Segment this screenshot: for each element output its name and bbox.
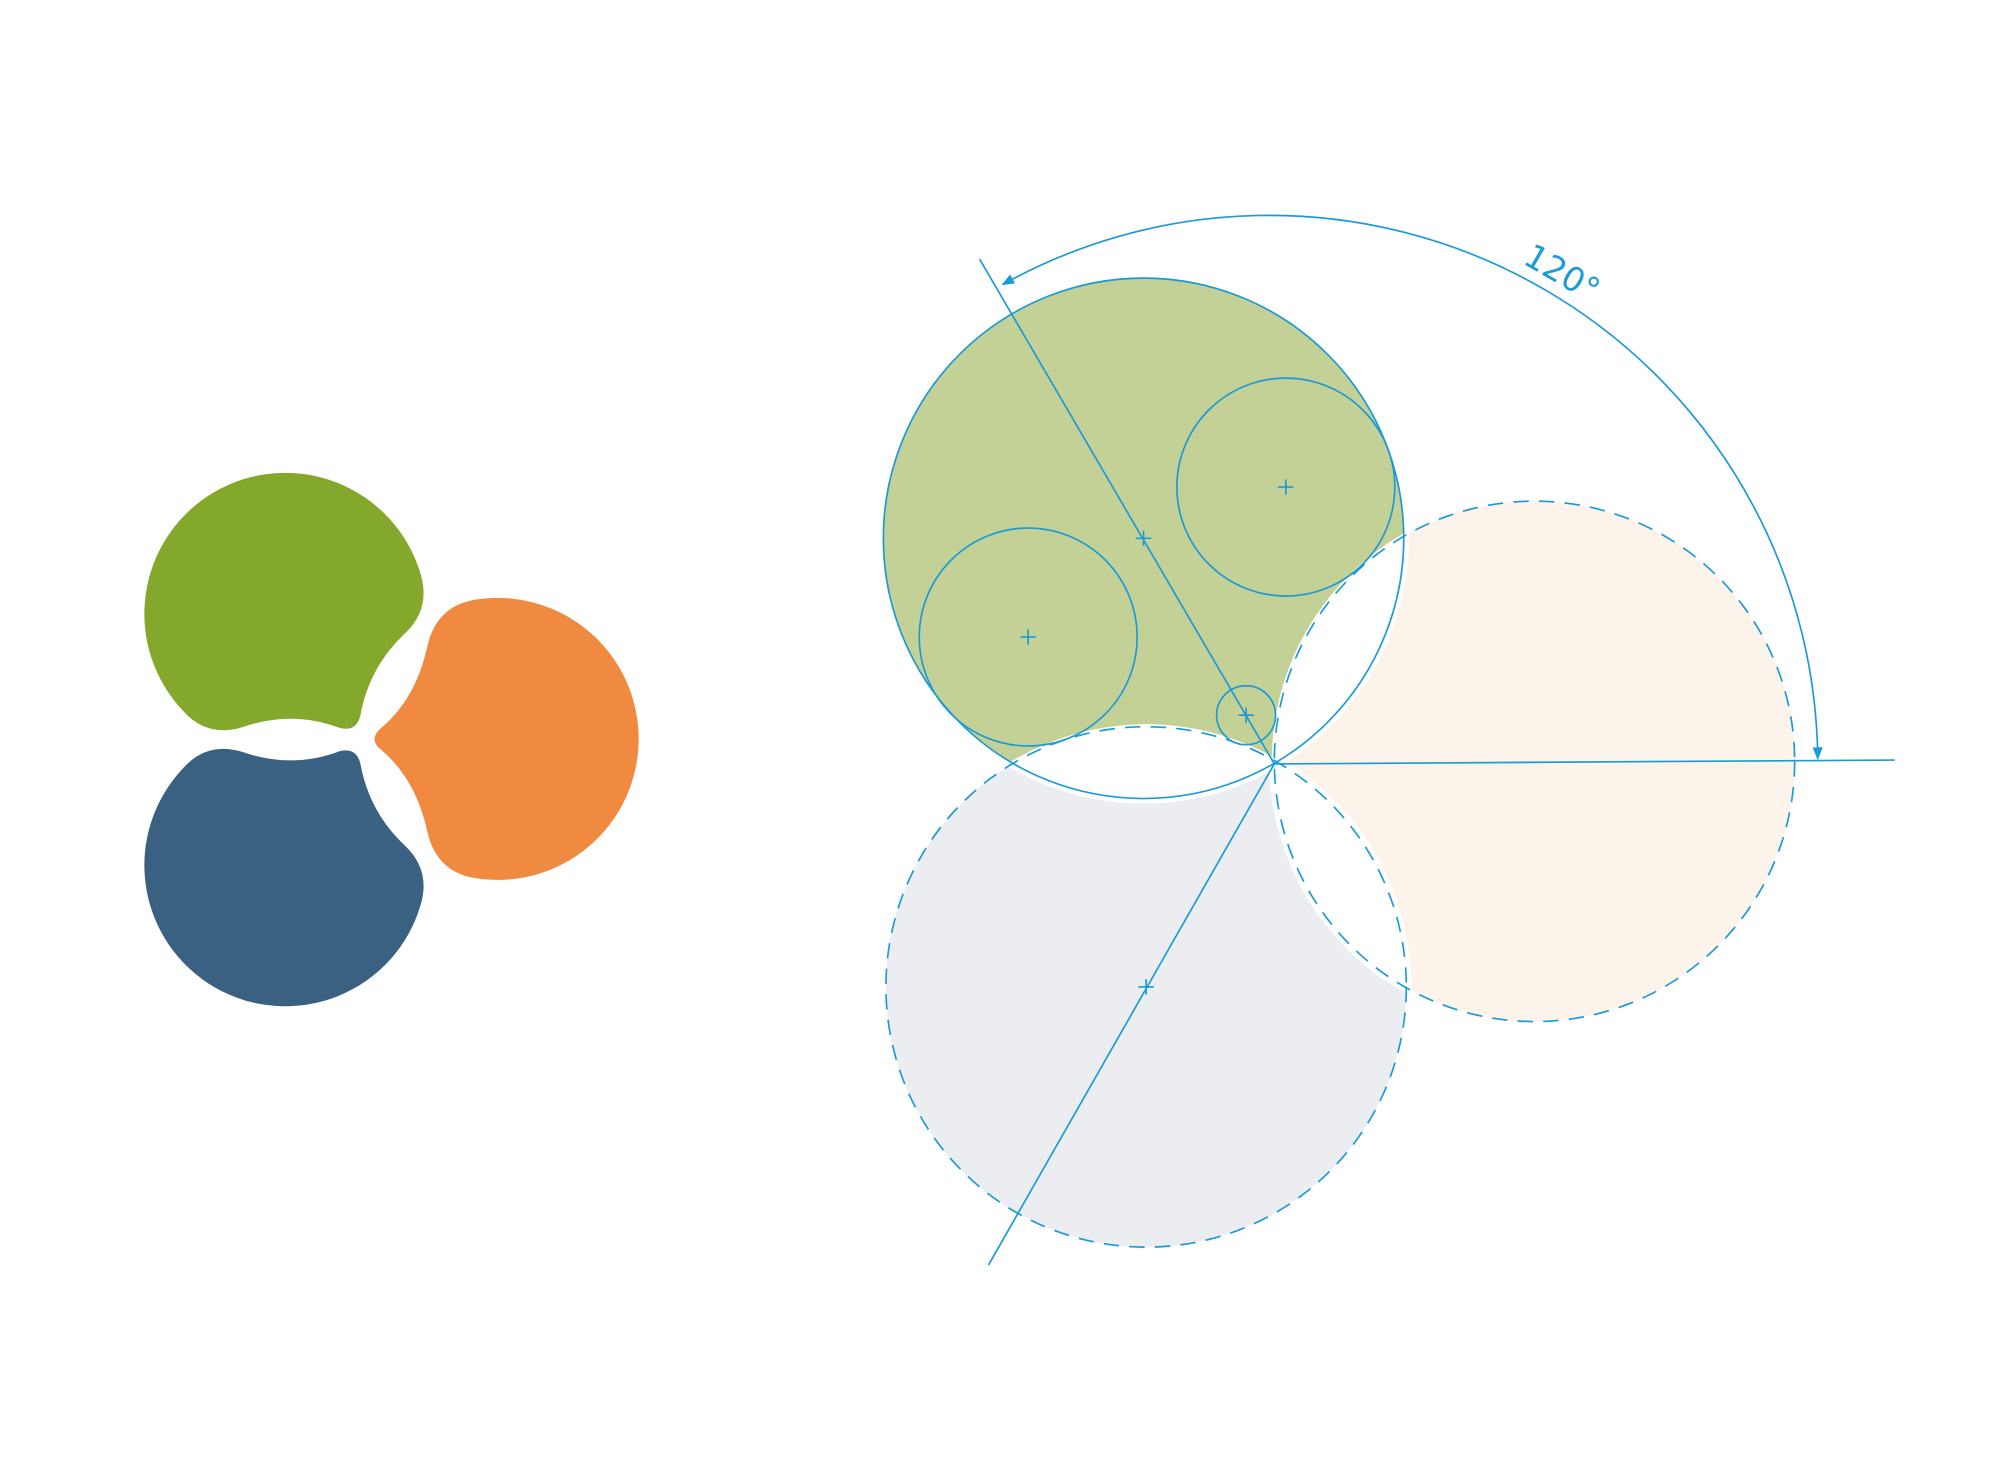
logo-petal-green [144,472,424,731]
axis-line-horizontal [1274,759,1895,765]
dashed-circle-bottom [885,725,1408,1248]
center-cross-icon [1138,979,1154,995]
center-cross-icon [1020,629,1036,645]
construction: 120° [882,214,1895,1266]
angle-label: 120° [1518,236,1607,310]
logo-petal-orange [374,597,639,880]
center-cross-icon [1135,530,1152,547]
logo-petal-blue [144,748,424,1007]
center-cross-icon [1278,479,1294,495]
axis-line-lower [987,763,1276,1266]
angle-arc [1001,214,1823,761]
center-crosses [1020,479,1294,995]
center-cross-icon [1238,707,1254,723]
logo [144,472,639,1007]
